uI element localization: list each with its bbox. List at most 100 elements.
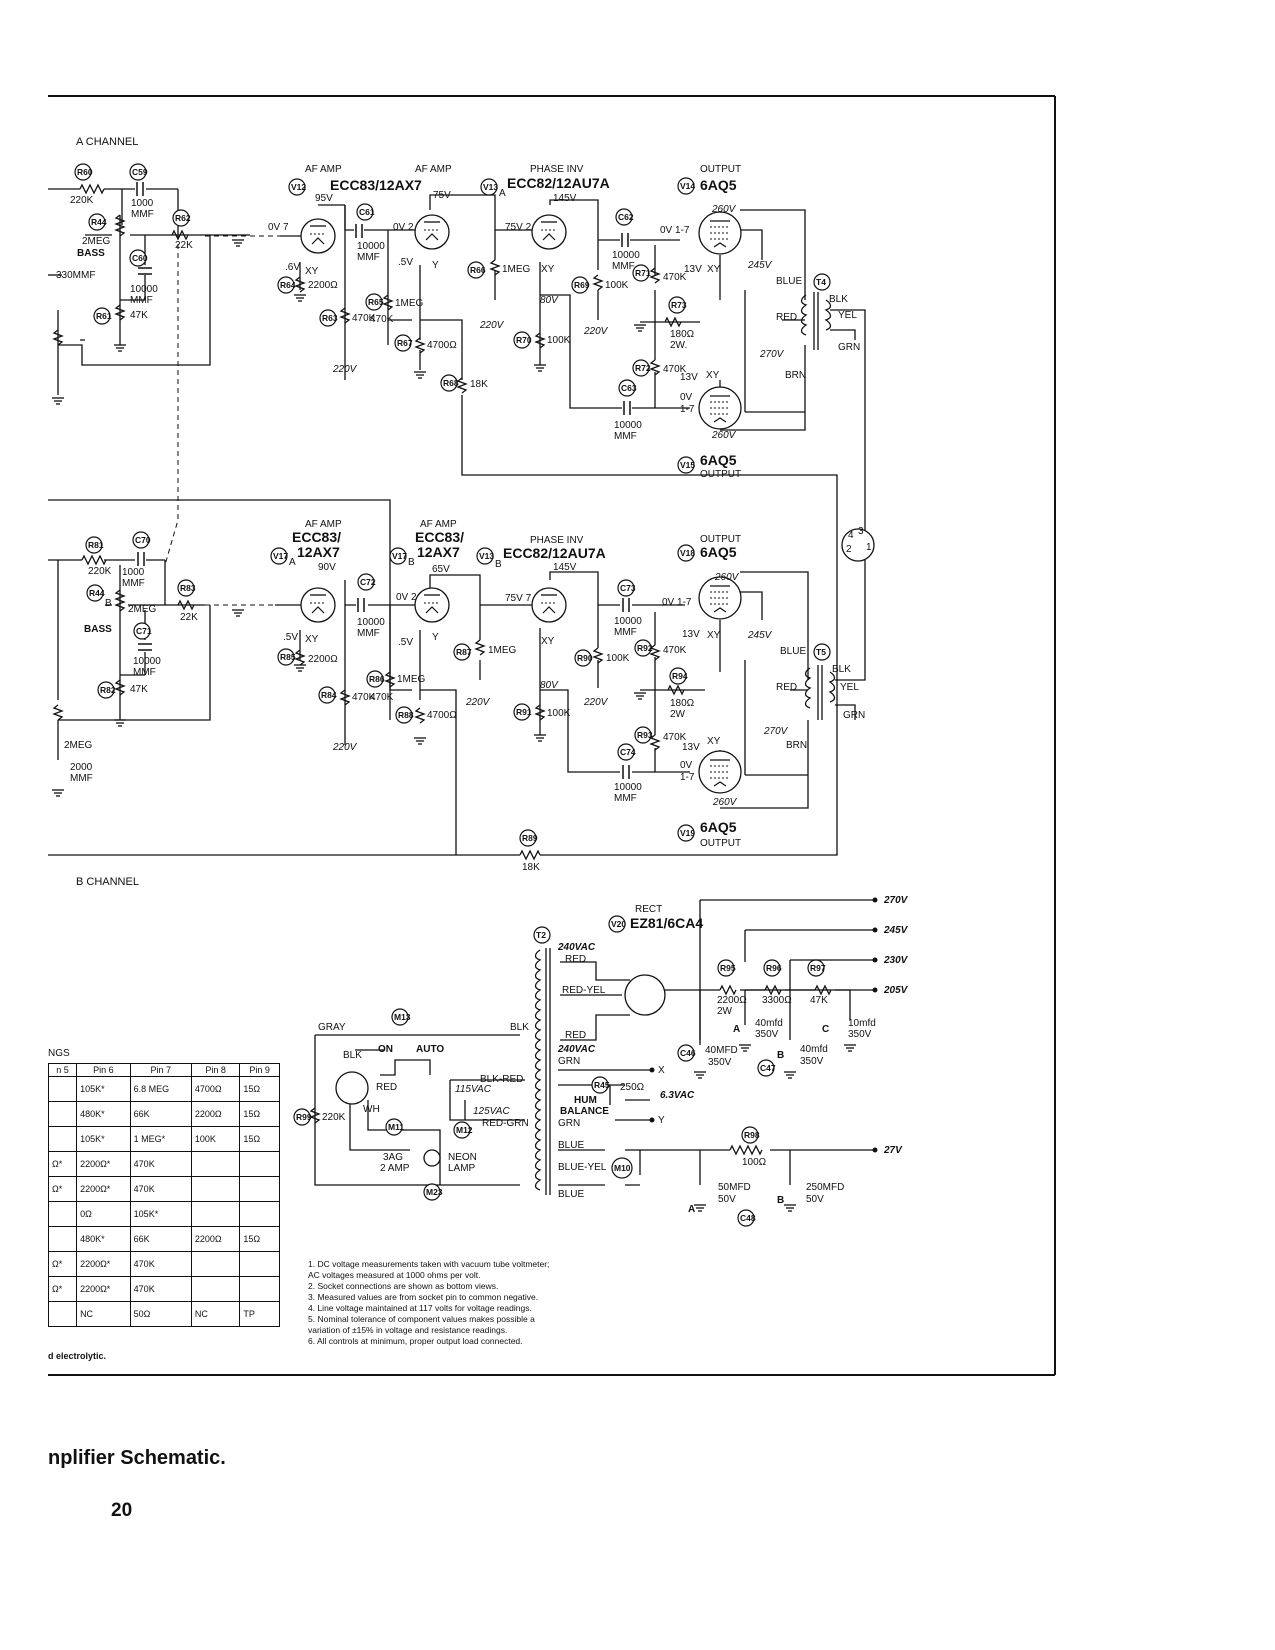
svg-text:13V: 13V (682, 629, 700, 640)
svg-text:350V: 350V (708, 1057, 732, 1068)
svg-text:ECC82/12AU7A: ECC82/12AU7A (507, 175, 610, 191)
svg-text:1-7: 1-7 (680, 772, 695, 783)
svg-text:10000: 10000 (130, 284, 158, 295)
svg-text:22K: 22K (175, 240, 193, 251)
svg-text:XY: XY (707, 264, 721, 275)
svg-text:100Ω: 100Ω (742, 1157, 767, 1168)
svg-text:A: A (499, 188, 506, 199)
svg-text:MMF: MMF (357, 628, 380, 639)
output-transformer-t5: T5 BLUE RED BLK YEL GRN 270V BRN (763, 643, 865, 751)
svg-text:AUTO: AUTO (416, 1044, 444, 1055)
table-cell: 105K* (129, 1201, 192, 1227)
table-cell: 2200Ω* (76, 1151, 131, 1177)
svg-text:R70: R70 (516, 335, 532, 345)
table-cell (47, 1101, 78, 1127)
svg-text:4700Ω: 4700Ω (427, 340, 457, 351)
svg-text:Y: Y (432, 260, 439, 271)
svg-text:3300Ω: 3300Ω (762, 995, 792, 1006)
svg-text:PHASE INV: PHASE INV (530, 535, 584, 546)
svg-text:270V: 270V (883, 895, 909, 906)
svg-text:.6V: .6V (285, 262, 300, 273)
svg-text:C70: C70 (135, 535, 151, 545)
svg-text:47K: 47K (130, 310, 148, 321)
svg-text:V14: V14 (680, 181, 695, 191)
channel-b-wiring (48, 499, 866, 856)
svg-text:270V: 270V (759, 349, 785, 360)
svg-text:BLK-RED: BLK-RED (480, 1074, 523, 1085)
svg-text:M23: M23 (426, 1187, 443, 1197)
svg-text:AF AMP: AF AMP (420, 519, 457, 530)
svg-text:145V: 145V (553, 193, 577, 204)
svg-text:470K: 470K (663, 364, 687, 375)
table-cell: 1 MEG* (129, 1126, 192, 1152)
svg-text:M13: M13 (394, 1012, 411, 1022)
svg-text:R68: R68 (443, 378, 459, 388)
svg-text:HUM: HUM (574, 1095, 597, 1106)
table-header: Pin 7 (129, 1063, 192, 1077)
table-cell: 2200Ω* (76, 1251, 131, 1277)
svg-text:RED: RED (776, 682, 797, 693)
svg-text:R69: R69 (574, 280, 590, 290)
svg-text:R67: R67 (397, 338, 413, 348)
svg-text:220V: 220V (332, 364, 358, 375)
table-row: Ω*2200Ω*470K (47, 1251, 280, 1277)
svg-text:240VAC: 240VAC (557, 942, 596, 953)
svg-text:R96: R96 (766, 963, 782, 973)
svg-text:2200Ω: 2200Ω (308, 280, 338, 291)
svg-text:M12: M12 (456, 1125, 473, 1135)
table-header: n 5 (47, 1063, 78, 1077)
svg-text:6.3VAC: 6.3VAC (660, 1090, 695, 1101)
table-cell: 15Ω (239, 1101, 280, 1127)
table-cell: Ω* (47, 1151, 78, 1177)
svg-text:T2: T2 (536, 930, 546, 940)
table-cell (47, 1076, 78, 1102)
svg-text:3: 3 (858, 526, 864, 537)
table-cell: 6.8 MEG (129, 1076, 192, 1102)
svg-text:245V: 245V (747, 630, 773, 641)
svg-text:RED: RED (776, 312, 797, 323)
svg-text:1000: 1000 (122, 567, 145, 578)
svg-text:350V: 350V (755, 1029, 779, 1040)
svg-text:6AQ5: 6AQ5 (700, 544, 737, 560)
svg-text:BLK: BLK (832, 664, 851, 675)
svg-text:1MEG: 1MEG (502, 264, 531, 275)
svg-text:C62: C62 (618, 212, 634, 222)
svg-text:12AX7: 12AX7 (417, 544, 460, 560)
table-cell: NC (76, 1301, 131, 1327)
svg-text:125VAC: 125VAC (473, 1106, 510, 1117)
svg-text:250MFD: 250MFD (806, 1182, 844, 1193)
svg-text:MMF: MMF (70, 773, 93, 784)
note-line: AC voltages measured at 1000 ohms per vo… (308, 1270, 481, 1280)
svg-text:2: 2 (846, 544, 852, 555)
note-line: 4. Line voltage maintained at 117 volts … (308, 1303, 532, 1313)
svg-text:BLK: BLK (510, 1022, 529, 1033)
table-cell: 2200Ω* (76, 1176, 131, 1202)
svg-text:R44: R44 (89, 588, 105, 598)
svg-text:180Ω: 180Ω (670, 329, 695, 340)
svg-text:240VAC: 240VAC (557, 1044, 596, 1055)
svg-text:10mfd: 10mfd (848, 1018, 876, 1029)
svg-text:100K: 100K (606, 653, 630, 664)
svg-text:BLUE: BLUE (776, 276, 802, 287)
svg-text:0V 2: 0V 2 (396, 592, 417, 603)
svg-text:MMF: MMF (122, 578, 145, 589)
svg-text:10000: 10000 (357, 241, 385, 252)
svg-text:245V: 245V (747, 260, 773, 271)
svg-text:MMF: MMF (133, 667, 156, 678)
svg-text:6AQ5: 6AQ5 (700, 177, 737, 193)
svg-text:245V: 245V (883, 925, 909, 936)
svg-text:V19: V19 (680, 828, 695, 838)
svg-text:C74: C74 (620, 747, 636, 757)
table-cell: NC (190, 1301, 241, 1327)
table-cell (47, 1201, 78, 1227)
table-cell (47, 1126, 78, 1152)
svg-text:3AG: 3AG (383, 1152, 403, 1163)
svg-text:BALANCE: BALANCE (560, 1106, 609, 1117)
svg-text:40mfd: 40mfd (755, 1018, 783, 1029)
svg-text:2W.: 2W. (670, 340, 687, 351)
note-line: 1. DC voltage measurements taken with va… (308, 1259, 550, 1269)
channel-a-title: A CHANNEL (76, 136, 138, 148)
svg-text:T4: T4 (816, 277, 826, 287)
svg-text:OUTPUT: OUTPUT (700, 164, 741, 175)
